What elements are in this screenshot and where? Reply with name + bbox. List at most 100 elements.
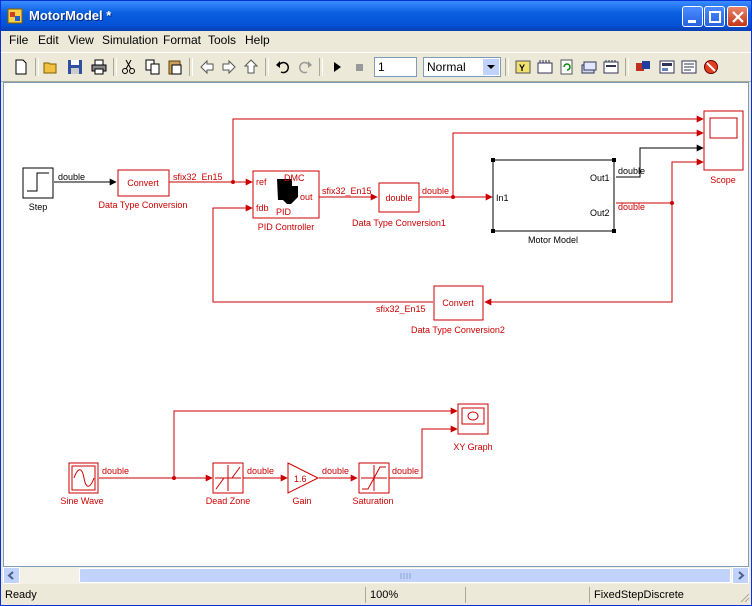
stop-simulation-button[interactable] (349, 57, 369, 77)
gain-value: 1.6 (294, 474, 307, 484)
selection-handle[interactable] (612, 158, 616, 162)
chevron-down-icon (487, 65, 495, 69)
maximize-button[interactable] (704, 6, 725, 27)
stop-time-input[interactable]: 1 (374, 57, 417, 77)
scroll-right-button[interactable] (732, 567, 749, 584)
solver-type: FixedStepDiscrete (589, 587, 739, 603)
back-icon (200, 59, 214, 75)
copy-icon (145, 59, 160, 75)
dead-zone-block[interactable] (212, 462, 244, 494)
minimize-button[interactable] (682, 6, 703, 27)
signal-label: double (618, 166, 645, 176)
menu-tools[interactable]: Tools (208, 33, 237, 47)
print-icon (91, 59, 107, 75)
signal-line[interactable] (484, 203, 673, 306)
title-bar[interactable]: MotorModel * (1, 1, 751, 31)
motor-port-out2: Out2 (590, 208, 610, 218)
resize-grip-icon[interactable] (738, 591, 750, 603)
model-canvas[interactable]: Step Convert Data Type Conversion DMC PI… (3, 82, 749, 567)
build-button[interactable]: Y (513, 57, 533, 77)
selection-handle[interactable] (491, 229, 495, 233)
menu-simulation[interactable]: Simulation (102, 33, 159, 47)
saturation-block[interactable] (358, 462, 390, 494)
model-advisor-button[interactable] (679, 57, 699, 77)
branch-point (670, 201, 674, 205)
model-explorer-button[interactable] (601, 57, 621, 77)
back-button[interactable] (197, 57, 217, 77)
data-type-conversion2-block[interactable] (433, 285, 484, 321)
up-icon (243, 59, 259, 74)
copy-button[interactable] (143, 57, 163, 77)
save-button[interactable] (65, 57, 85, 77)
pid-top-text: DMC (284, 173, 305, 183)
open-icon (43, 62, 57, 74)
signal-label: double (618, 202, 645, 212)
sine-wave-block[interactable] (68, 462, 99, 494)
branch-point (451, 195, 455, 199)
dtc-inner-text: Convert (127, 178, 159, 188)
signal-line[interactable] (452, 129, 704, 197)
menu-help[interactable]: Help (245, 33, 270, 47)
pid-port-out: out (300, 192, 313, 202)
ti-logo-icon (277, 179, 298, 204)
signal-line[interactable] (616, 158, 704, 204)
selection-handle[interactable] (612, 229, 616, 233)
menu-file[interactable]: File (9, 33, 29, 47)
block-diagram[interactable]: Step Convert Data Type Conversion DMC PI… (4, 83, 748, 566)
model-advisor-icon (681, 60, 697, 74)
scroll-left-button[interactable] (3, 567, 20, 584)
print-button[interactable] (89, 57, 109, 77)
redo-button[interactable] (295, 57, 315, 77)
undo-button[interactable] (273, 57, 293, 77)
save-icon (68, 60, 82, 74)
signal-line[interactable] (389, 425, 458, 479)
library-browser-button[interactable] (579, 57, 599, 77)
refresh-button[interactable] (557, 57, 577, 77)
signal-line[interactable] (173, 407, 458, 478)
data-type-conversion1-block[interactable] (378, 182, 420, 213)
paste-icon (168, 60, 182, 75)
signal-label: double (422, 186, 449, 196)
branch-point (231, 180, 235, 184)
scope-block[interactable] (703, 110, 744, 171)
xy-graph-block[interactable] (457, 403, 489, 435)
chevron-left-icon (7, 571, 14, 580)
update-diagram-button[interactable] (535, 57, 555, 77)
data-type-conversion-block[interactable] (117, 169, 170, 197)
simulation-mode-select[interactable]: Normal (423, 57, 501, 77)
menu-edit[interactable]: Edit (38, 33, 59, 47)
selection-handle[interactable] (491, 158, 495, 162)
paste-button[interactable] (165, 57, 185, 77)
signal-line[interactable] (212, 204, 433, 303)
toolbar-separator (265, 58, 269, 76)
dropdown-button[interactable] (483, 59, 499, 75)
scrollbar-thumb[interactable] (79, 568, 731, 583)
horizontal-scrollbar[interactable] (3, 567, 749, 584)
grip-icon (400, 573, 411, 579)
step-block[interactable] (22, 167, 54, 199)
debugger-button[interactable] (657, 57, 677, 77)
signal-line[interactable] (616, 144, 704, 178)
status-empty-cell (465, 587, 589, 603)
close-button[interactable] (727, 6, 748, 27)
signal-line[interactable] (232, 115, 704, 182)
gain-block[interactable] (287, 462, 320, 494)
toggle-explorer-button[interactable] (633, 57, 653, 77)
new-model-icon (15, 59, 27, 75)
pid-controller-block[interactable] (252, 170, 320, 219)
pid-port-ref: ref (256, 177, 267, 187)
up-button[interactable] (241, 57, 261, 77)
menu-format[interactable]: Format (163, 33, 202, 47)
step-label: Step (29, 202, 48, 212)
menu-view[interactable]: View (68, 33, 94, 47)
stop-profile-button[interactable] (701, 57, 721, 77)
start-simulation-button[interactable] (327, 57, 347, 77)
forward-button[interactable] (219, 57, 239, 77)
motor-model-subsystem[interactable] (491, 158, 616, 233)
pid-bottom-text: PID (276, 207, 292, 217)
toolbar-separator (319, 58, 323, 76)
open-button[interactable] (41, 57, 61, 77)
new-model-button[interactable] (11, 57, 31, 77)
cut-button[interactable] (119, 57, 139, 77)
